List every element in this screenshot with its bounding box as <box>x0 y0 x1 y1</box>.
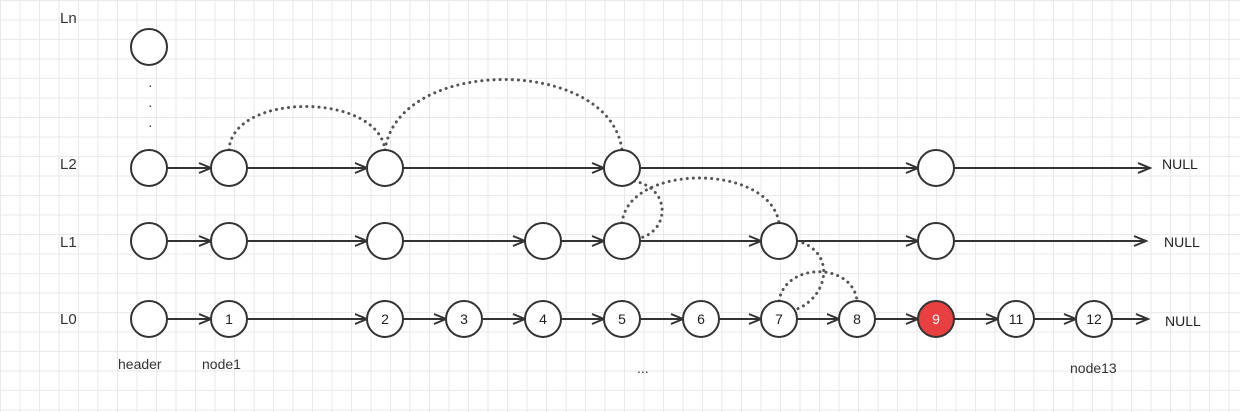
l0-node-9: 9 <box>917 300 955 338</box>
search-path-segment <box>227 105 387 152</box>
l0-link-arrow <box>954 313 1001 325</box>
ln-header-node <box>130 28 168 66</box>
l2-link-arrow <box>403 162 607 174</box>
l0-link-arrow <box>875 313 921 325</box>
l2-null-arrow <box>954 162 1153 174</box>
search-path-segment <box>620 178 664 240</box>
caption-header: header <box>118 356 162 372</box>
vertical-dot: · <box>148 77 153 93</box>
l0-node-1: 1 <box>210 300 248 338</box>
node-label: 7 <box>775 311 783 327</box>
l0-link-arrow <box>247 313 370 325</box>
l1-link-arrow <box>167 235 214 247</box>
l0-node-2: 2 <box>366 300 404 338</box>
l1-link-arrow <box>247 235 370 247</box>
l0-link-arrow <box>719 313 764 325</box>
caption-node1: node1 <box>202 356 241 372</box>
level-label-l2: L2 <box>60 156 77 173</box>
l1-node <box>917 222 955 260</box>
l2-link-arrow <box>247 162 370 174</box>
null-label-l1: NULL <box>1164 234 1200 250</box>
node-label: 6 <box>697 311 705 327</box>
search-path-segment <box>383 78 624 152</box>
l0-link-arrow <box>797 313 842 325</box>
l1-node <box>760 222 798 260</box>
null-label-l0: NULL <box>1165 313 1201 329</box>
node-label: 12 <box>1086 311 1102 327</box>
node-label: 1 <box>225 311 233 327</box>
l2-node <box>603 149 641 187</box>
l0-link-arrow <box>403 313 449 325</box>
node-label: 5 <box>618 311 626 327</box>
l2-node <box>366 149 404 187</box>
l1-node <box>524 222 562 260</box>
l0-header-node <box>130 300 168 338</box>
null-label-l2: NULL <box>1162 156 1198 172</box>
search-path-segment <box>795 239 826 311</box>
caption-ellipsis: ... <box>637 360 649 376</box>
l2-node <box>210 149 248 187</box>
l2-node <box>917 149 955 187</box>
l0-node-4: 4 <box>524 300 562 338</box>
l1-node <box>210 222 248 260</box>
search-path-segment <box>777 270 859 303</box>
l0-link-arrow <box>561 313 607 325</box>
l1-node <box>366 222 404 260</box>
node-label: 8 <box>853 311 861 327</box>
l1-null-arrow <box>954 235 1149 247</box>
node-label: 2 <box>381 311 389 327</box>
caption-node13: node13 <box>1070 360 1117 376</box>
l0-link-arrow <box>167 313 214 325</box>
l1-node <box>603 222 641 260</box>
level-label-l1: L1 <box>60 234 77 251</box>
node-label: 11 <box>1009 311 1024 327</box>
l1-node <box>130 222 168 260</box>
level-label-ln: Ln <box>60 10 77 27</box>
l0-node-3: 3 <box>445 300 483 338</box>
l0-node-12: 12 <box>1075 300 1113 338</box>
l2-node <box>130 149 168 187</box>
l0-link-arrow <box>482 313 528 325</box>
search-path-segment <box>620 176 781 225</box>
vertical-dot: · <box>148 97 153 113</box>
vertical-dot: · <box>148 117 153 133</box>
l2-link-arrow <box>167 162 214 174</box>
level-label-l0: L0 <box>60 311 77 328</box>
l1-link-arrow <box>640 235 764 247</box>
l0-node-7: 7 <box>760 300 798 338</box>
l1-link-arrow <box>403 235 528 247</box>
l0-node-5: 5 <box>603 300 641 338</box>
node-label: 9 <box>932 311 940 327</box>
l0-link-arrow <box>640 313 686 325</box>
l0-null-arrow <box>1112 313 1151 325</box>
l0-node-11: 11 <box>997 300 1035 338</box>
l0-node-8: 8 <box>838 300 876 338</box>
l0-node-6: 6 <box>682 300 720 338</box>
l0-link-arrow <box>1034 313 1079 325</box>
node-label: 4 <box>539 311 547 327</box>
l1-link-arrow <box>797 235 921 247</box>
node-label: 3 <box>460 311 468 327</box>
l2-link-arrow <box>640 162 921 174</box>
l1-link-arrow <box>561 235 607 247</box>
